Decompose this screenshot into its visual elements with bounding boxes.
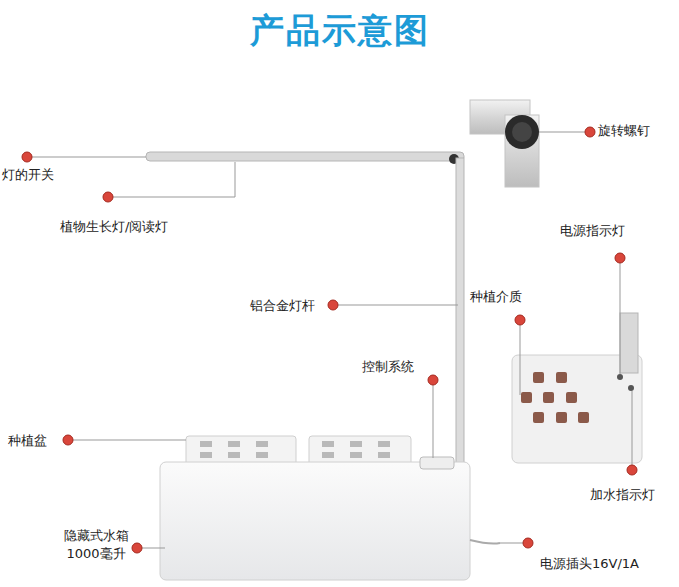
part-label: 灯的开关 [2, 166, 54, 184]
callout-dot [22, 127, 637, 553]
title: 产品示意图 [250, 8, 430, 54]
part-label: 植物生长灯/阅读灯 [60, 218, 168, 236]
part-label: 电源插头16V/1A [540, 555, 639, 573]
aluminium-pole [456, 158, 464, 463]
water-tank [160, 462, 470, 580]
part-label: 铝合金灯杆 [250, 297, 315, 315]
part-label: 加水指示灯 [590, 486, 655, 504]
leader-line [27, 132, 632, 548]
part-label: 种植介质 [470, 288, 522, 306]
control-panel [420, 457, 454, 469]
part-label: 电源指示灯 [560, 222, 625, 240]
lamp-arm [146, 152, 464, 161]
part-label: 控制系统 [362, 358, 414, 376]
part-label: 种植盆 [8, 432, 47, 450]
part-label: 隐藏式水箱 1000毫升 [60, 527, 132, 563]
panel-inset [512, 313, 642, 463]
power-cable [470, 540, 500, 544]
part-label: 旋转螺钉 [598, 122, 650, 140]
elbow-inset [470, 100, 539, 187]
